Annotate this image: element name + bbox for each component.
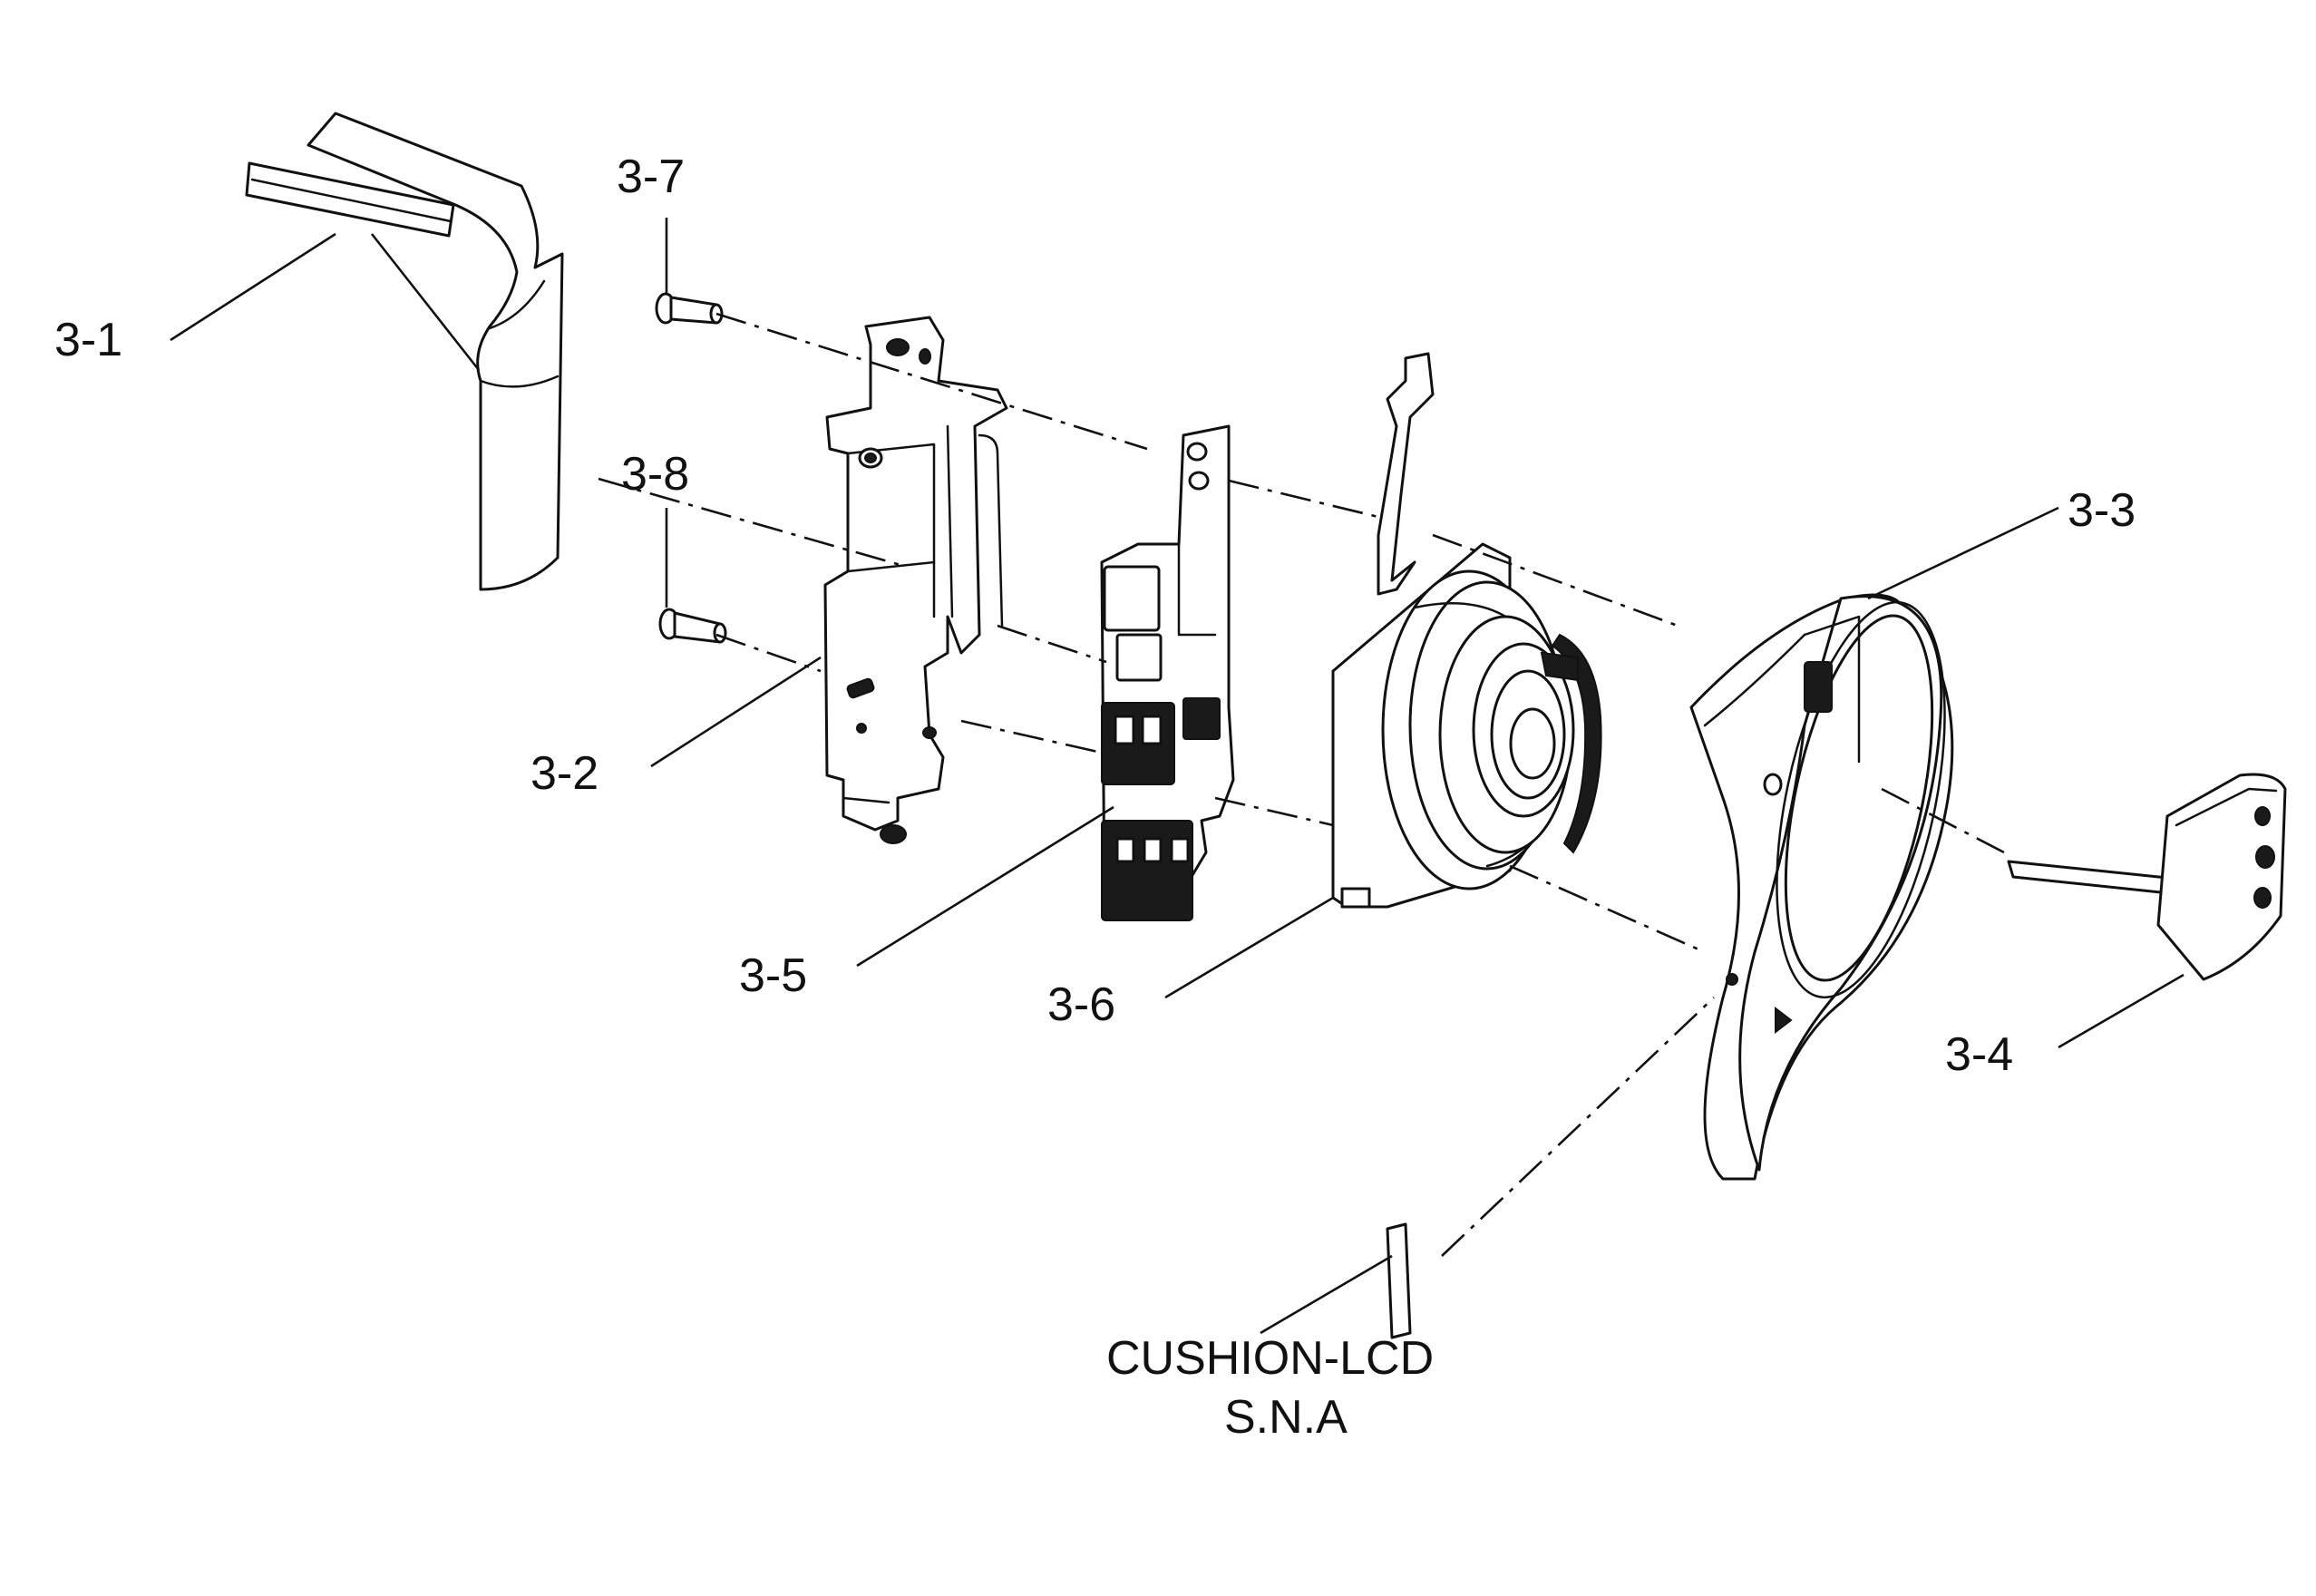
part-3-6-dial-module [1331,352,1602,909]
label-sna: S.N.A [1224,1391,1348,1444]
label-3-4: 3-4 [1945,1028,2013,1081]
part-3-4-button-cap [2007,773,2287,981]
label-3-6: 3-6 [1047,978,1115,1031]
part-cushion-lcd [1386,1222,1412,1339]
part-3-5-circuit-board [1100,424,1235,921]
label-3-2: 3-2 [530,747,598,800]
label-3-5: 3-5 [739,949,807,1002]
part-3-1-flex-cable [245,112,564,591]
label-3-3: 3-3 [2068,484,2136,537]
assembly-chain-lines [598,312,2005,1257]
label-3-7: 3-7 [617,151,685,203]
part-3-7-screw [655,292,724,325]
label-3-8: 3-8 [621,448,689,501]
label-cushion-lcd: CUSHION-LCD [1106,1332,1434,1385]
part-3-2-frame-bracket [823,316,1008,844]
part-3-3-front-cover [1689,593,1954,1181]
label-3-1: 3-1 [54,314,122,366]
part-labels: 3-1 3-7 3-8 3-2 3-5 3-6 3-3 3-4 CUSHION-… [54,151,2136,1444]
part-3-8-screw [658,608,727,644]
leader-lines [170,218,2185,1335]
